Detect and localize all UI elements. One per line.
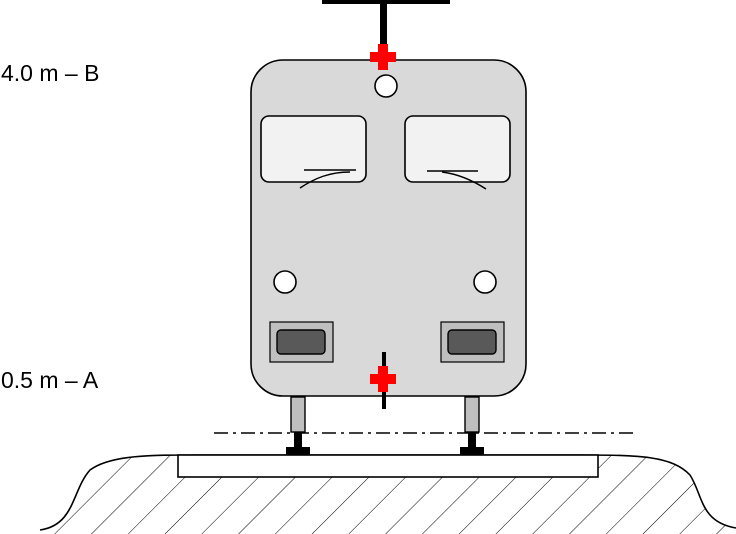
right-lamp	[473, 270, 497, 294]
left-lamp	[273, 270, 297, 294]
embankment	[39, 454, 736, 534]
right-headlight	[440, 321, 505, 363]
track-slab	[177, 454, 599, 478]
label-height-a: 0.5 m – A	[1, 367, 99, 393]
left-wheel	[286, 396, 310, 455]
label-height-b: 4.0 m – B	[1, 60, 100, 86]
marker-b-cross	[370, 44, 396, 70]
left-window	[260, 115, 367, 189]
marker-a-cross	[370, 366, 396, 392]
right-wheel	[460, 396, 484, 455]
top-lamp	[374, 74, 398, 98]
left-headlight	[269, 321, 334, 363]
pantograph	[322, 0, 450, 52]
right-window	[404, 115, 511, 190]
